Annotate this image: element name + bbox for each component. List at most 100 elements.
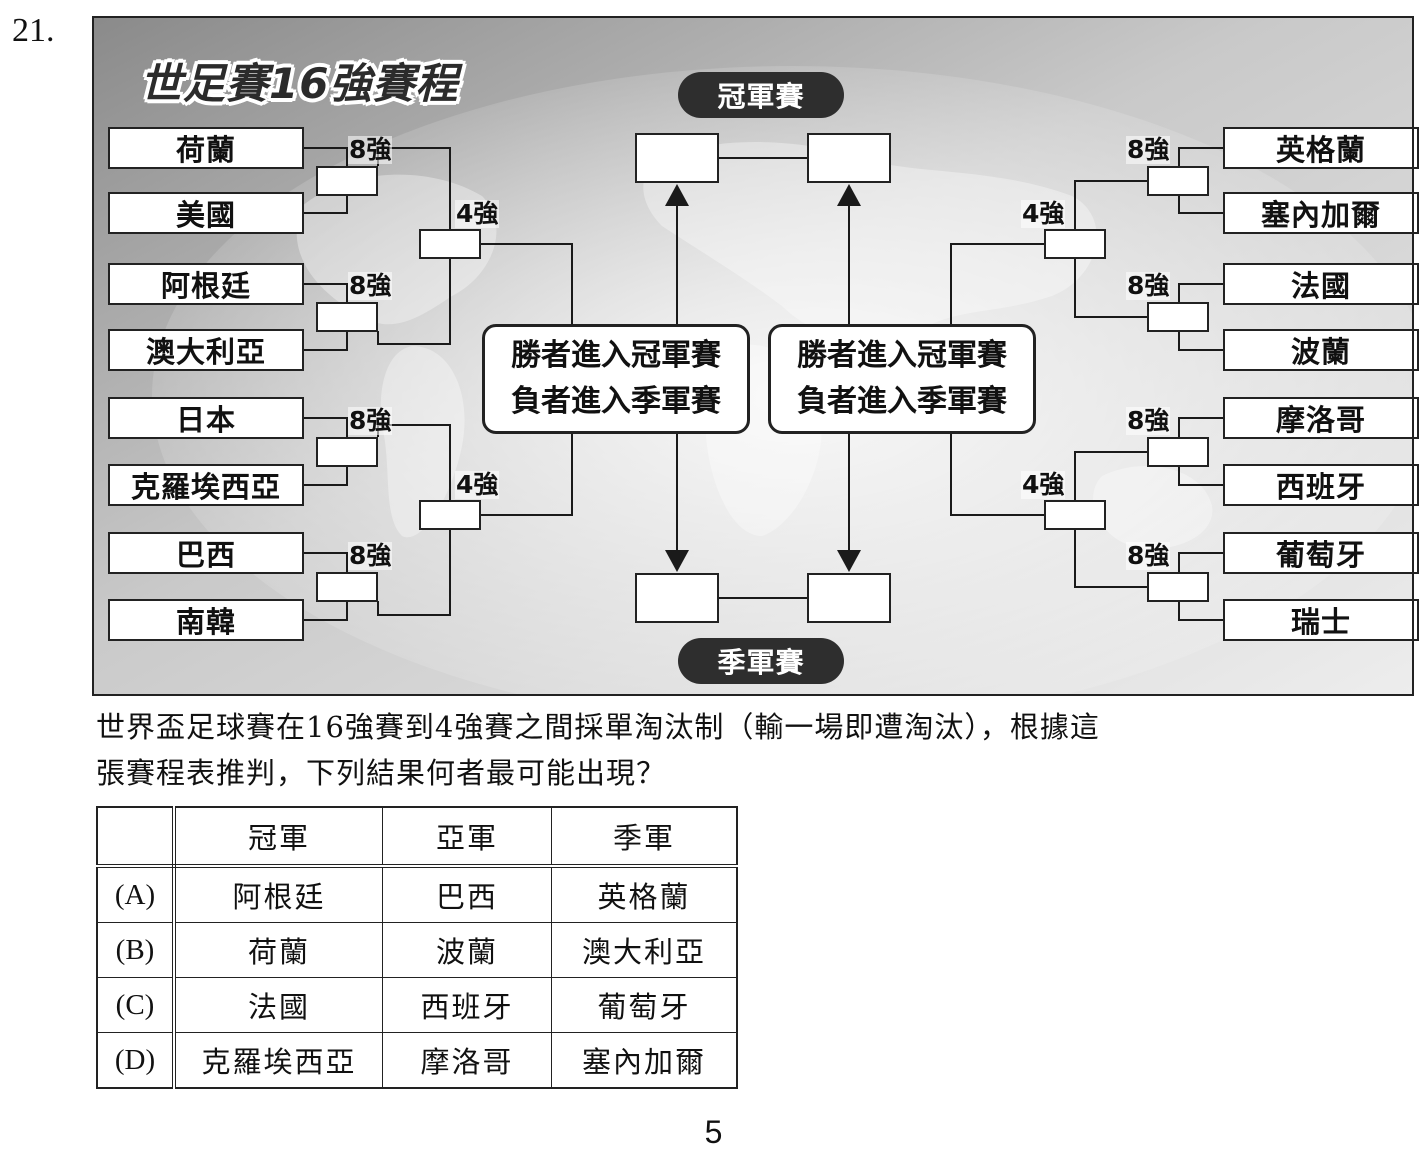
left-team-8: 南韓 [108,599,304,641]
bracket-connector [1074,180,1147,229]
bracket-connector [950,243,1044,324]
left-r8-slot-3 [316,437,378,467]
table-row: (C) 法國 西班牙 葡萄牙 [96,977,738,1033]
bracket-connector [377,530,451,616]
champion-cell: 克羅埃西亞 [173,1032,383,1089]
left-team-3: 阿根廷 [108,263,304,305]
round-of-4-label: 4強 [1021,470,1066,499]
continent-shape [1093,466,1213,549]
round-of-8-label: 8強 [1126,271,1171,300]
bracket-connector [1178,466,1223,486]
right-team-4: 波蘭 [1223,329,1419,371]
question-line-2: 張賽程表推判，下列結果何者最可能出現？ [96,756,667,790]
table-row: (A) 阿根廷 巴西 英格蘭 [96,865,738,923]
bracket-connector [1178,331,1223,351]
note-line-1: 勝者進入冠軍賽 [797,338,1007,373]
third-place-cell: 澳大利亞 [551,922,738,978]
arrow-head [665,184,689,206]
round-of-4-label: 4強 [455,470,500,499]
semifinal-note-right: 勝者進入冠軍賽 負者進入季軍賽 [768,324,1036,434]
bracket-connector [304,466,348,486]
champion-cell: 阿根廷 [173,865,383,923]
round-of-4-label: 4強 [1021,199,1066,228]
right-r4-slot-1 [1044,229,1106,259]
final-slot-right [807,133,891,183]
figure-title: 世足賽16強賽程 [140,59,459,108]
arrows [665,184,861,572]
semifinal-note-left: 勝者進入冠軍賽 負者進入季軍賽 [482,324,750,434]
note-line-2: 負者進入季軍賽 [511,384,721,419]
bracket-connector [304,601,348,621]
right-team-1: 英格蘭 [1223,127,1419,169]
champion-cell: 荷蘭 [173,922,383,978]
left-team-5: 日本 [108,397,304,439]
option-key: (A) [96,865,176,923]
bracket-connector [1178,195,1223,214]
question-line-1: 世界盃足球賽在16強賽到4強賽之間採單淘汰制（輸一場即遭淘汰），根據這 [96,710,1100,744]
table-row: (B) 荷蘭 波蘭 澳大利亞 [96,922,738,978]
third-place-cell: 英格蘭 [551,865,738,923]
bracket-connector [304,147,348,174]
header-cell [96,806,176,868]
right-team-2: 塞內加爾 [1223,192,1419,234]
round-of-8-label: 8強 [1126,406,1171,435]
option-key: (D) [96,1032,176,1089]
header-cell: 亞軍 [382,806,552,868]
final-label: 冠軍賽 [678,72,844,118]
left-team-2: 美國 [108,192,304,234]
right-r4-slot-2 [1044,500,1106,530]
bracket-connector [481,434,573,516]
left-r8-slot-1 [316,166,378,196]
left-team-4: 澳大利亞 [108,329,304,371]
final-slot-left [635,133,719,183]
runner-up-cell: 摩洛哥 [382,1032,552,1089]
left-r4-slot-1 [419,229,481,259]
left-team-6: 克羅埃西亞 [108,464,304,506]
third-slot-left [635,573,719,623]
left-r4-slot-2 [419,500,481,530]
bracket-connector [304,331,348,351]
left-team-7: 巴西 [108,532,304,574]
bracket-figure: 世足賽16強賽程 冠軍賽 季軍賽 荷蘭 美國 阿根廷 澳大利亞 日本 克羅埃西亞… [92,16,1419,696]
right-r8-slot-4 [1147,572,1209,602]
bracket-connector [304,283,348,310]
continent-shape [380,346,465,538]
table-header-row: 冠軍 亞軍 季軍 [96,806,738,868]
bracket-connector [950,434,1044,516]
runner-up-cell: 西班牙 [382,977,552,1033]
round-of-8-label: 8強 [1126,135,1171,164]
option-key: (B) [96,922,176,978]
bracket-connector [1074,451,1147,500]
bracket-connector [304,552,348,580]
right-r8-slot-1 [1147,166,1209,196]
round-of-8-label: 8強 [348,135,393,164]
right-team-7: 葡萄牙 [1223,532,1419,574]
right-team-5: 摩洛哥 [1223,397,1419,439]
bracket-connector [1074,530,1147,588]
bracket-connector [481,243,573,324]
question-number: 21. [12,12,55,49]
runner-up-cell: 波蘭 [382,922,552,978]
runner-up-cell: 巴西 [382,865,552,923]
bracket-connector [1178,417,1223,445]
left-team-1: 荷蘭 [108,127,304,169]
right-team-3: 法國 [1223,263,1419,305]
arrow-head [837,184,861,206]
third-place-cell: 塞內加爾 [551,1032,738,1089]
answer-options-table: 冠軍 亞軍 季軍 (A) 阿根廷 巴西 英格蘭 (B) 荷蘭 波蘭 澳大利亞 (… [96,806,738,1089]
third-slot-right [807,573,891,623]
page-number: 5 [704,1114,723,1150]
continent-shape [643,142,1097,345]
bracket-lines [304,147,1223,621]
header-cell: 冠軍 [173,806,383,868]
round-of-8-label: 8強 [348,271,393,300]
right-r8-slot-2 [1147,302,1209,332]
third-place-cell: 葡萄牙 [551,977,738,1033]
arrow-head [665,550,689,572]
round-of-4-label: 4強 [455,199,500,228]
bracket-connector [304,195,348,214]
note-line-1: 勝者進入冠軍賽 [511,338,721,373]
round-of-8-label: 8強 [1126,541,1171,570]
table-row: (D) 克羅埃西亞 摩洛哥 塞內加爾 [96,1032,738,1089]
arrow-head [837,550,861,572]
